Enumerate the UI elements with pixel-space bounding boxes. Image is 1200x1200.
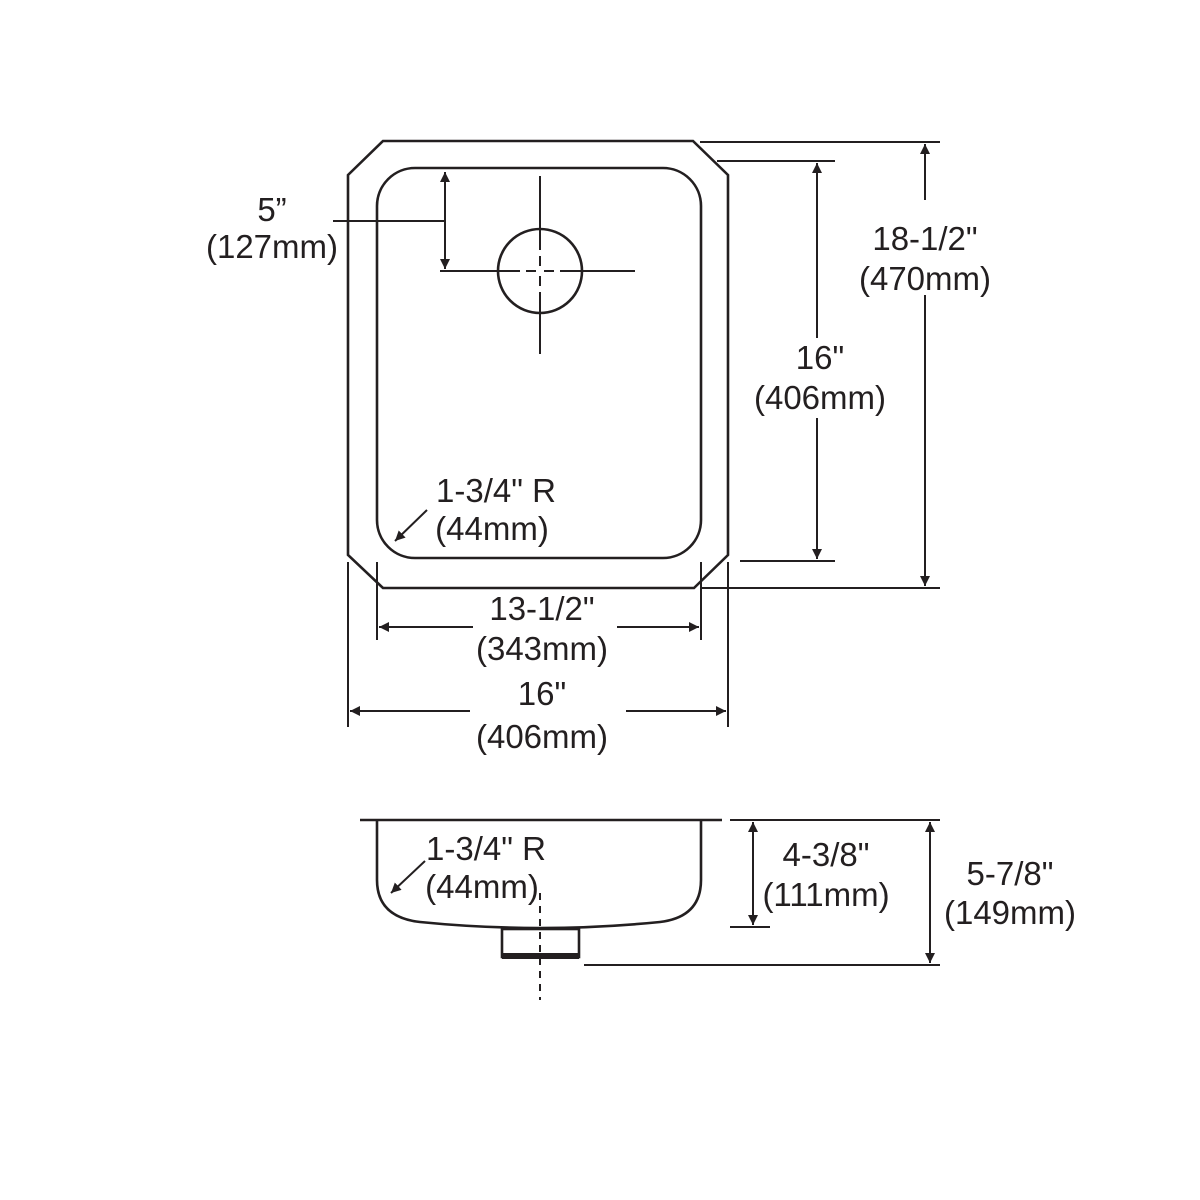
bowl-width-imperial: 13-1/2" [489, 590, 594, 627]
drain-offset-dimension: 5” (127mm) [206, 172, 450, 269]
bowl-length-imperial: 16" [796, 339, 844, 376]
overall-length-dimension: 18-1/2" (470mm) [700, 141, 991, 589]
sink-bowl-outline [375, 166, 703, 560]
overall-width-imperial: 16" [518, 675, 566, 712]
bowl-depth-metric: (111mm) [762, 876, 889, 913]
side-corner-radius-metric: (44mm) [425, 868, 539, 905]
side-corner-radius-callout: 1-3/4" R (44mm) [390, 830, 546, 905]
side-view: 1-3/4" R (44mm) 4-3/8" (111mm) 5-7/8" (1… [360, 818, 1080, 1000]
overall-depth-imperial: 5-7/8" [967, 855, 1054, 892]
drain-offset-metric: (127mm) [206, 228, 338, 265]
bowl-width-metric: (343mm) [476, 630, 608, 667]
bowl-length-metric: (406mm) [754, 379, 886, 416]
drain-offset-imperial: 5” [257, 191, 286, 228]
overall-depth-metric: (149mm) [944, 894, 1076, 931]
overall-width-metric: (406mm) [476, 718, 608, 755]
bowl-depth-imperial: 4-3/8" [783, 836, 870, 873]
corner-radius-metric: (44mm) [435, 510, 549, 547]
bowl-length-dimension: 16" (406mm) [717, 160, 886, 562]
drain-icon [440, 176, 635, 354]
side-corner-radius-imperial: 1-3/4" R [426, 830, 546, 867]
overall-length-metric: (470mm) [859, 260, 991, 297]
top-view: 5” (127mm) 1-3/4" R (44mm) 16" (406mm) 1… [206, 139, 991, 755]
corner-radius-imperial: 1-3/4" R [436, 472, 556, 509]
bowl-depth-dimension: 4-3/8" (111mm) [730, 819, 940, 928]
corner-radius-callout: 1-3/4" R (44mm) [394, 472, 556, 547]
drain-tailpiece-icon [500, 893, 581, 1000]
overall-depth-dimension: 5-7/8" (149mm) [584, 822, 1080, 966]
sink-outer-rim [346, 139, 730, 590]
overall-width-dimension: 16" (406mm) [347, 562, 729, 755]
overall-length-imperial: 18-1/2" [872, 220, 977, 257]
bowl-width-dimension: 13-1/2" (343mm) [376, 562, 702, 667]
